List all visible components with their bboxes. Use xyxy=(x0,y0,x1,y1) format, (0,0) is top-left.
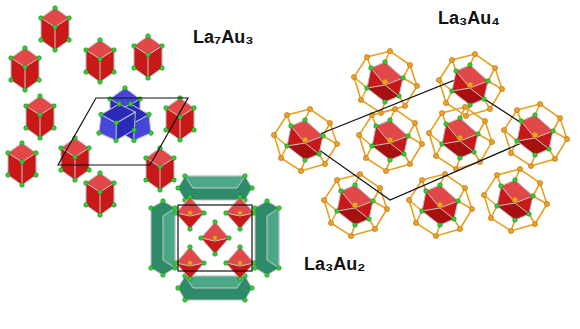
gold-network xyxy=(481,166,549,233)
green-polyhedron xyxy=(253,199,282,278)
compound-label: La₇Au₃ xyxy=(193,27,254,49)
gold-network xyxy=(436,51,504,118)
red-polyhedron xyxy=(84,38,117,85)
red-polyhedron xyxy=(39,6,72,53)
red-octahedron xyxy=(370,118,411,163)
gold-network xyxy=(426,104,494,171)
gold-network xyxy=(351,48,419,115)
red-octahedron xyxy=(440,116,481,161)
gold-network xyxy=(356,106,424,173)
compound-label: La₃Au₂ xyxy=(304,254,365,276)
red-octahedron xyxy=(420,183,461,228)
rhombohedral-structure xyxy=(271,48,569,238)
gold-network xyxy=(271,106,339,173)
red-polyhedron xyxy=(59,136,92,183)
red-polyhedron xyxy=(9,46,42,93)
red-octahedron xyxy=(515,113,556,158)
red-octahedron xyxy=(450,63,491,108)
red-octahedron xyxy=(365,60,406,105)
hexagonal-structure xyxy=(6,6,197,218)
red-polyhedron xyxy=(6,141,39,188)
unit-cell xyxy=(305,80,540,200)
compound-label: La₃Au₄ xyxy=(438,8,500,30)
red-octahedron xyxy=(335,183,376,228)
red-polyhedron xyxy=(84,171,117,218)
red-octahedron xyxy=(285,118,326,163)
green-polyhedron xyxy=(176,174,255,203)
red-polyhedron xyxy=(199,220,232,257)
red-octahedron xyxy=(495,178,536,223)
red-polyhedron xyxy=(144,146,177,193)
green-polyhedron xyxy=(176,274,255,303)
red-polyhedron xyxy=(164,96,197,143)
tetragonal-structure xyxy=(149,174,282,303)
blue-polyhedron xyxy=(88,97,144,149)
unit-cell xyxy=(58,98,188,165)
red-polyhedron xyxy=(132,34,165,81)
gold-network xyxy=(406,171,474,238)
gold-network xyxy=(321,171,389,238)
red-polyhedron xyxy=(24,94,57,141)
green-polyhedron xyxy=(149,199,178,278)
unit-cell xyxy=(178,205,252,271)
gold-network xyxy=(501,101,569,168)
